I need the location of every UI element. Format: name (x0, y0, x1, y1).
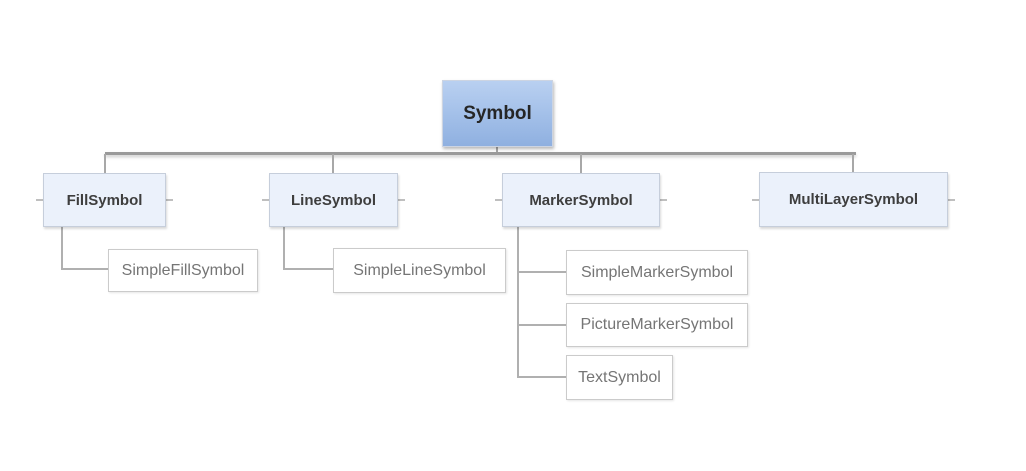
connector-picturemarkersymbol-horizontal (517, 324, 566, 326)
connector-fillsymbol-child-horizontal (61, 268, 108, 270)
connector-root-stub (496, 146, 498, 154)
connector-drop-fillsymbol (104, 154, 106, 173)
node-picturemarkersymbol-label: PictureMarkerSymbol (580, 316, 734, 333)
node-multilayersymbol-label: MultiLayerSymbol (788, 191, 919, 208)
connector-horizontal-rail (105, 152, 856, 155)
nub-linesymbol-left (262, 199, 269, 201)
nub-markersymbol-left (495, 199, 502, 201)
node-simplelinesymbol-label: SimpleLineSymbol (353, 261, 486, 279)
node-simplelinesymbol: SimpleLineSymbol (333, 248, 506, 293)
connector-linesymbol-child-horizontal (283, 268, 333, 270)
node-markersymbol-label: MarkerSymbol (529, 191, 633, 209)
node-simplefillsymbol-label: SimpleFillSymbol (121, 261, 245, 279)
node-simplefillsymbol: SimpleFillSymbol (108, 249, 258, 292)
connector-drop-linesymbol (332, 154, 334, 173)
connector-fillsymbol-child-vertical (61, 227, 63, 270)
node-simplemarkersymbol-label: SimpleMarkerSymbol (580, 263, 734, 281)
node-markersymbol: MarkerSymbol (502, 173, 660, 227)
node-multilayersymbol: MultiLayerSymbol (759, 172, 948, 227)
node-linesymbol-label: LineSymbol (290, 191, 376, 209)
nub-multilayersymbol-right (948, 199, 955, 201)
node-symbol: Symbol (442, 80, 553, 147)
connector-drop-multilayersymbol (852, 154, 854, 172)
node-textsymbol-label: TextSymbol (578, 368, 661, 386)
connector-textsymbol-horizontal (517, 376, 566, 378)
node-linesymbol: LineSymbol (269, 173, 398, 227)
nub-multilayersymbol-left (752, 199, 759, 201)
nub-linesymbol-right (398, 199, 405, 201)
connector-markersymbol-children-vertical (517, 227, 519, 378)
nub-fillsymbol-right (166, 199, 173, 201)
connector-linesymbol-child-vertical (283, 227, 285, 270)
node-fillsymbol-label: FillSymbol (66, 191, 143, 209)
node-fillsymbol: FillSymbol (43, 173, 166, 227)
connector-simplemarkersymbol-horizontal (517, 271, 566, 273)
node-picturemarkersymbol: PictureMarkerSymbol (566, 303, 748, 347)
node-textsymbol: TextSymbol (566, 355, 673, 400)
connector-drop-markersymbol (580, 154, 582, 173)
node-simplemarkersymbol: SimpleMarkerSymbol (566, 250, 748, 295)
nub-fillsymbol-left (36, 199, 43, 201)
node-symbol-label: Symbol (463, 102, 532, 124)
nub-markersymbol-right (660, 199, 667, 201)
